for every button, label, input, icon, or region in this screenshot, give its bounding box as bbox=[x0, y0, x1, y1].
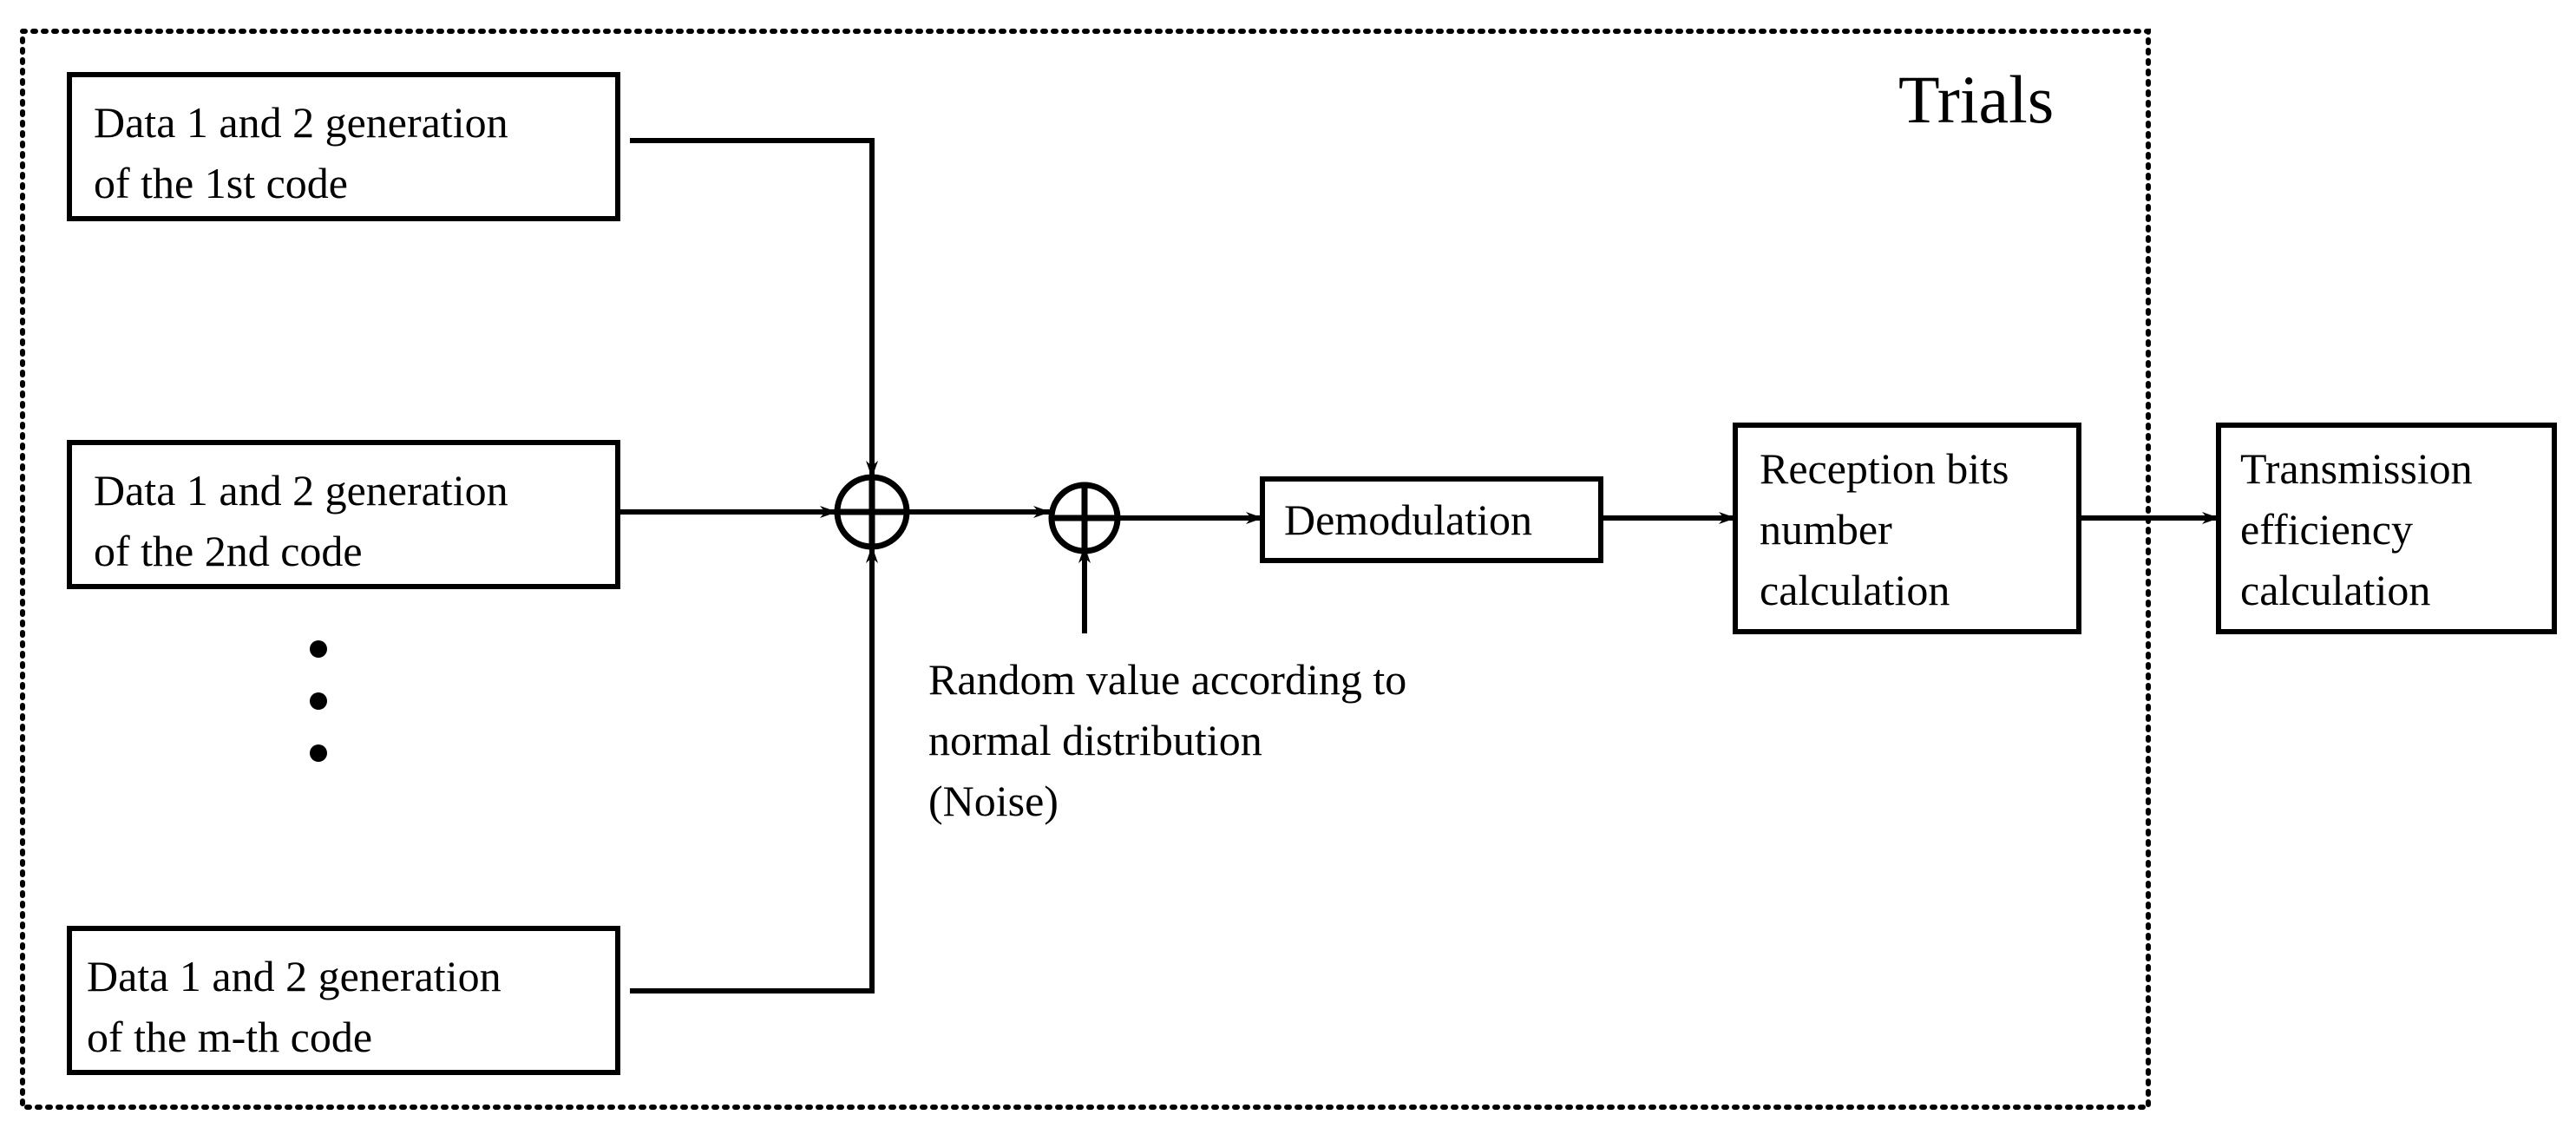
reception-label: Reception bits number calculation bbox=[1760, 438, 2009, 620]
code1-label: Data 1 and 2 generation of the 1st code bbox=[94, 92, 508, 213]
code1-box bbox=[67, 72, 620, 221]
transmission-label: Transmission efficiency calculation bbox=[2240, 438, 2473, 620]
codem-label: Data 1 and 2 generation of the m-th code bbox=[87, 946, 501, 1067]
noise-label-line: (Noise) bbox=[928, 777, 1059, 825]
demod-label: Demodulation bbox=[1284, 489, 1532, 550]
code2-box bbox=[67, 440, 620, 589]
codem-label-line: Data 1 and 2 generation bbox=[87, 952, 501, 1000]
noise-label-line: normal distribution bbox=[928, 716, 1262, 764]
trials-frame bbox=[20, 29, 2151, 1110]
code1-label-line: Data 1 and 2 generation bbox=[94, 98, 508, 147]
transmission-label-line: Transmission bbox=[2240, 444, 2473, 493]
sum-code-signals-adder bbox=[834, 474, 910, 550]
edge-code1-to-sum bbox=[630, 138, 878, 478]
ellipsis-dot bbox=[310, 744, 327, 762]
reception-label-line: Reception bits bbox=[1760, 444, 2009, 493]
ellipsis-dot bbox=[310, 640, 327, 658]
transmission-box bbox=[2216, 423, 2557, 634]
edge-codem-to-sum bbox=[630, 546, 878, 993]
code2-label: Data 1 and 2 generation of the 2nd code bbox=[94, 460, 508, 581]
trials-label: Trials bbox=[1898, 62, 2055, 137]
code1-label-line: of the 1st code bbox=[94, 159, 348, 207]
transmission-label-line: efficiency bbox=[2240, 505, 2413, 554]
ellipsis-dot bbox=[310, 692, 327, 710]
transmission-label-line: calculation bbox=[2240, 566, 2431, 614]
noise-label: Random value according to normal distrib… bbox=[928, 649, 1406, 831]
demod-label-line: Demodulation bbox=[1284, 495, 1533, 544]
reception-label-line: calculation bbox=[1760, 566, 1950, 614]
code2-label-line: Data 1 and 2 generation bbox=[94, 466, 508, 515]
codem-label-line: of the m-th code bbox=[87, 1013, 373, 1061]
reception-box bbox=[1733, 423, 2081, 634]
codem-box bbox=[67, 926, 620, 1075]
reception-label-line: number bbox=[1760, 505, 1892, 554]
noise-label-line: Random value according to bbox=[928, 655, 1407, 704]
add-noise-adder bbox=[1048, 482, 1121, 554]
code2-label-line: of the 2nd code bbox=[94, 527, 363, 575]
